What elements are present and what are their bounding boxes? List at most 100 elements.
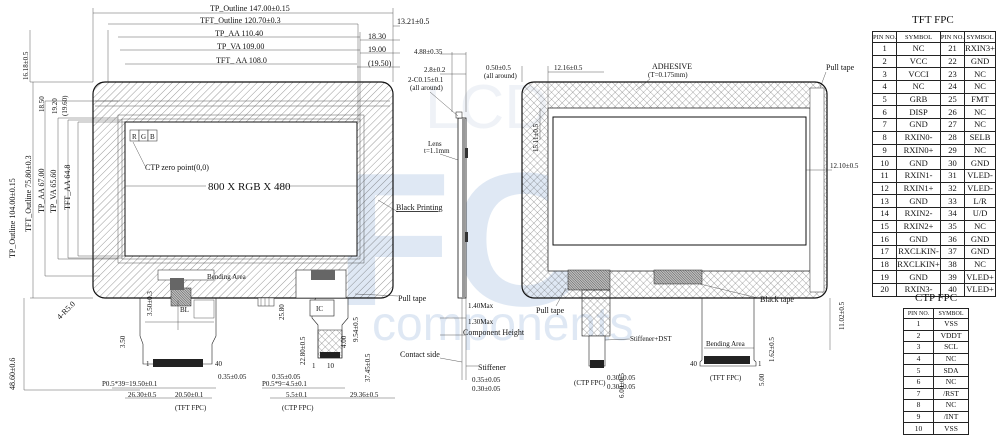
dim-chamfer: 4-R5.0: [55, 299, 77, 321]
back-tft: [552, 116, 807, 246]
ctp-fpc-2936: 29.36±0.5: [350, 391, 379, 399]
tft-fpc-cell: 9: [871, 143, 898, 158]
dim-tp-outline: TP_Outline 147.00±0.15: [210, 4, 290, 13]
tft-fpc-cell: GND: [896, 270, 941, 285]
ctp-fpc-400: 4.00: [340, 335, 348, 348]
back-162: 1.62±0.5: [768, 337, 776, 362]
tft-fpc-cell: 34: [939, 206, 966, 221]
tft-fpc-350: 3.50: [119, 335, 127, 348]
tft-fpc-cell: VCC: [896, 54, 941, 69]
tft-fpc-caption: (TFT FPC): [175, 404, 207, 412]
ctp-fpc-cell: SDA: [933, 364, 969, 377]
dim-tp-va-v: TP_VA 65.60: [49, 170, 58, 213]
black-printing-label: Black Printing: [396, 203, 442, 212]
side-component-height: Component Height: [463, 328, 525, 337]
dim-left-192: 19.20: [51, 98, 59, 114]
tft-fpc-cell: 18: [871, 257, 898, 272]
ctp-fpc-cell: NC: [933, 399, 969, 412]
back-1511: 15.11±0.5: [532, 123, 540, 152]
ctp-fpc-954: 9.54±0.5: [352, 317, 360, 342]
tft-fpc-pin1: 1: [146, 360, 150, 368]
tft-fpc-cell: NC: [964, 67, 996, 82]
tft-fpc-cell: 30: [939, 156, 966, 170]
tft-fpc-350b: 3.50±0.3: [146, 291, 154, 316]
ctp-fpc-cell: 10: [902, 422, 935, 435]
back-adhesive: ADHESIVE: [652, 62, 692, 71]
ctp-fpc-row: 7/RST: [902, 387, 969, 401]
side-view: 4.88±0.35 2.8±0.2 2-C0.15±0.1 (all aroun…: [400, 48, 525, 393]
tft-fpc-cell: 21: [939, 42, 966, 56]
ctp-fpc-55: 5.5±0.1: [286, 391, 308, 399]
tft-fpc-cell: VLED+: [964, 270, 996, 285]
ctp-fpc-cell: 4: [902, 352, 935, 366]
back-030b: 0.30±0.05: [607, 383, 636, 391]
tft-fpc-title: TFT FPC: [912, 14, 954, 26]
tft-fpc-cell: 38: [939, 257, 966, 272]
tft-fpc-cell: 29: [939, 143, 966, 158]
tft-fpc-cell: GND: [896, 194, 941, 208]
viewing-area: [124, 121, 358, 257]
tft-fpc-cell: RXCLKIN+: [896, 257, 941, 272]
dim-tp-aa: TP_AA 110.40: [215, 29, 263, 38]
tft-fpc-cell: NC: [964, 257, 996, 272]
tft-fpc-cell: RXIN2-: [896, 206, 941, 221]
tft-fpc-cell: RXIN0-: [896, 130, 941, 145]
tft-fpc-cell: 35: [939, 219, 966, 234]
tft-fpc-cell: GND: [896, 156, 941, 170]
dim-tft-outline: TFT_Outline 120.70±0.3: [200, 16, 281, 25]
tft-fpc-cell: RXIN0+: [896, 143, 941, 158]
tft-fpc-035: 0.35±0.05: [218, 373, 247, 381]
back-600: 6.00±0.5: [618, 373, 626, 398]
side-030: 0.30±0.05: [472, 385, 501, 393]
tft-fpc-cell: GND: [896, 118, 941, 132]
ctp-fpc-cell: NC: [933, 352, 969, 366]
tft-fpc-cell: GND: [964, 232, 996, 246]
tft-fpc-cell: VLED-: [964, 168, 996, 183]
tft-fpc-cell: RXIN1+: [896, 181, 941, 196]
ctp-fpc-2580: 25.80: [278, 304, 286, 320]
back-bending: Bending Area: [706, 340, 746, 348]
back-all-around: (all around): [484, 72, 518, 80]
back-stiffener: Stiffener+DST: [630, 335, 672, 343]
dim-tp-outline-v: TP_Outline 104.00±0.15: [8, 178, 17, 258]
ctp-fpc-cell: VSS: [933, 422, 969, 435]
tft-fpc-cell: 20: [871, 283, 898, 297]
back-500: 5.00: [758, 373, 766, 386]
ctp-fpc-cell: 5: [902, 364, 935, 377]
dim-tft-aa: TFT_ AA 108.0: [216, 56, 267, 65]
tft-fpc-cell: 26: [939, 105, 966, 120]
tft-fpc-cell: 13: [871, 194, 898, 208]
back-adhesive-t: (T=0.175mm): [648, 71, 688, 79]
tft-fpc-cell: RXIN1-: [896, 168, 941, 183]
ctp-fpc-caption: (CTP FPC): [282, 404, 314, 412]
dim-left-top: 16.18±0.5: [22, 51, 30, 80]
ctp-fpc-2280: 22.80±0.5: [299, 336, 307, 365]
tft-fpc-cell: NC: [896, 42, 941, 56]
tft-fpc-cell: GND: [964, 156, 996, 170]
rgb-b: B: [150, 133, 155, 141]
tft-fpc-cell: 4: [871, 80, 898, 94]
tft-fpc-cell: 28: [939, 130, 966, 145]
dim-tp-aa-v: TP_AA 67.00: [37, 169, 46, 213]
rgb-g: G: [141, 133, 146, 141]
dim-right-4: (19.50): [368, 59, 392, 68]
ctp-fpc-cell: 1: [902, 318, 935, 331]
ctp-fpc-cell: 9: [902, 410, 935, 424]
ctp-fpc-cell: 2: [902, 329, 935, 343]
